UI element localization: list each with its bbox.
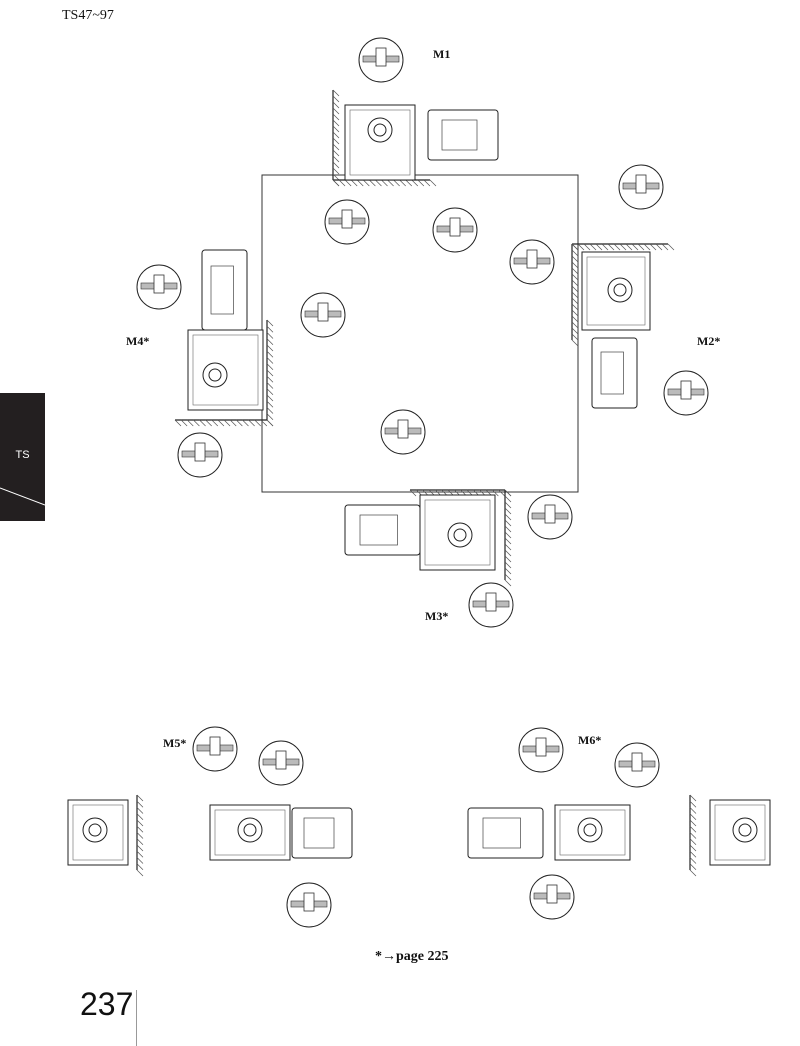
oil-level-icon (468, 582, 514, 628)
oil-level-icon (192, 726, 238, 772)
side-tab-label: TS (15, 449, 30, 461)
motor-m5 (291, 807, 353, 859)
tab-divider-line (0, 487, 45, 506)
mounting-surface-hatch (266, 319, 274, 427)
mounting-surface-hatch (504, 489, 512, 587)
oil-level-icon (358, 37, 404, 83)
label-m4: M4* (126, 334, 150, 348)
oil-level-icon (380, 409, 426, 455)
oil-level-icon (258, 740, 304, 786)
label-m6: M6* (578, 733, 602, 747)
series-title: TS47~97 (62, 8, 114, 23)
oil-level-icon (177, 432, 223, 478)
mounting-surface-hatch (409, 489, 512, 497)
mounting-surface-hatch (332, 89, 340, 187)
page-number: 237 (80, 986, 134, 1022)
oil-level-icon (286, 882, 332, 928)
oil-level-icon (518, 727, 564, 773)
gear-unit-m4 (187, 329, 264, 411)
mounting-surface-hatch (174, 419, 274, 427)
mounting-surface-hatch (136, 794, 144, 877)
label-m5: M5* (163, 736, 187, 750)
label-m3: M3* (425, 609, 449, 623)
gear-unit-m6-side (709, 799, 771, 866)
gear-unit-m5-side (67, 799, 129, 866)
motor-m1 (427, 109, 499, 161)
gear-unit-m2 (581, 251, 651, 331)
mounting-surface-hatch (571, 243, 579, 347)
gear-unit-m5-front (209, 804, 291, 861)
mounting-surface-hatch (332, 179, 437, 187)
mounting-surface-hatch (689, 794, 697, 877)
oil-level-icon (432, 207, 478, 253)
oil-level-icon (324, 199, 370, 245)
oil-level-icon (509, 239, 555, 285)
mounting-surface-hatch (571, 243, 675, 251)
gear-unit-m1 (344, 104, 416, 181)
oil-level-icon (136, 264, 182, 310)
motor-m4 (201, 249, 248, 331)
oil-level-icon (663, 370, 709, 416)
page-divider (136, 990, 137, 1046)
oil-level-icon (614, 742, 660, 788)
oil-level-icon (300, 292, 346, 338)
side-tab (0, 393, 45, 521)
oil-level-icon (529, 874, 575, 920)
gear-unit-m3 (419, 494, 496, 571)
label-m1: M1 (433, 47, 451, 61)
oil-level-icon (527, 494, 573, 540)
oil-level-icon (618, 164, 664, 210)
gear-unit-m6-front (554, 804, 631, 861)
motor-m6 (467, 807, 544, 859)
page-reference: *→page 225 (375, 949, 449, 964)
motor-m3 (344, 504, 421, 556)
motor-m2 (591, 337, 638, 409)
label-m2: M2* (697, 334, 721, 348)
